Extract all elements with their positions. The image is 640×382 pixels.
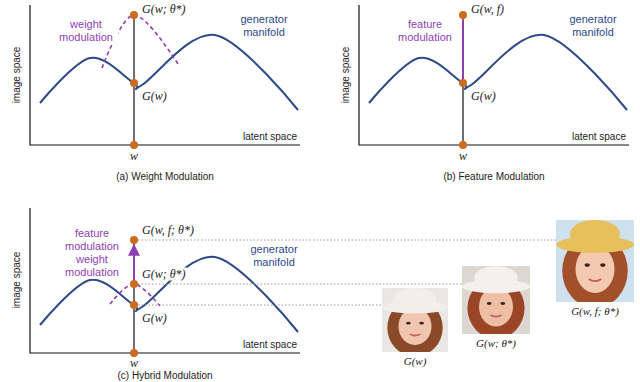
manifold-label: generator manifold [234,13,294,39]
point-dot [130,349,138,357]
point-dot [130,236,138,244]
axes [30,208,300,353]
panel-figure [359,5,629,149]
point-dot [130,301,138,309]
face-photo: G(w, f; θ*) [556,220,634,320]
panel-figure [30,208,556,357]
axes [359,5,629,145]
panel-caption: (b) Feature Modulation [442,171,545,182]
axis-label: latent space [571,130,627,143]
latent-line [133,240,134,353]
modulation-label: feature modulation [393,18,457,44]
modulation-label: weight modulation [54,18,118,44]
axis-label: image space [10,251,23,310]
point-dot [130,79,138,87]
axis-label: image space [10,46,23,105]
math-label: G(w; θ*) [141,268,187,281]
guide-line [138,240,556,241]
variable-label: w [129,150,139,162]
guide-line [138,284,462,285]
face-photo: G(w; θ*) [462,266,530,352]
point-dot [459,11,467,19]
manifold-curve [369,35,627,110]
feature-modulation-arrow [133,245,135,284]
panel-caption: (a) Weight Modulation [115,171,215,182]
axes [30,5,300,145]
image-caption: G(w, f; θ*) [571,305,619,318]
math-label: G(w; θ*) [141,3,187,16]
guide-line [138,305,382,306]
modulation-label: feature modulation [60,227,124,253]
point-dot [459,79,467,87]
variable-label: w [129,357,139,369]
face-image [556,220,634,302]
face-image [382,288,448,352]
axis-label: image space [339,46,352,105]
point-dot [130,141,138,149]
math-label: G(w) [470,90,497,103]
modulation-label: weight modulation [60,253,124,279]
image-caption: G(w) [404,355,427,368]
math-label: G(w) [141,312,168,325]
panel-caption: (c) Hybrid Modulation [116,370,213,381]
math-label: G(w, f) [470,3,505,16]
axis-label: latent space [242,130,298,143]
face-image [462,266,530,334]
manifold-curve [40,35,298,110]
math-label: G(w) [141,90,168,103]
manifold-label: generator manifold [244,243,304,269]
point-dot [130,11,138,19]
feature-modulation-line [462,20,464,83]
axis-label: latent space [242,338,298,351]
point-dot [459,141,467,149]
manifold-label: generator manifold [563,13,623,39]
point-dot [130,280,138,288]
face-photo: G(w) [382,288,448,370]
math-label: G(w, f; θ*) [141,224,195,237]
image-caption: G(w; θ*) [476,337,516,350]
panel-figure [30,5,300,149]
variable-label: w [458,150,468,162]
